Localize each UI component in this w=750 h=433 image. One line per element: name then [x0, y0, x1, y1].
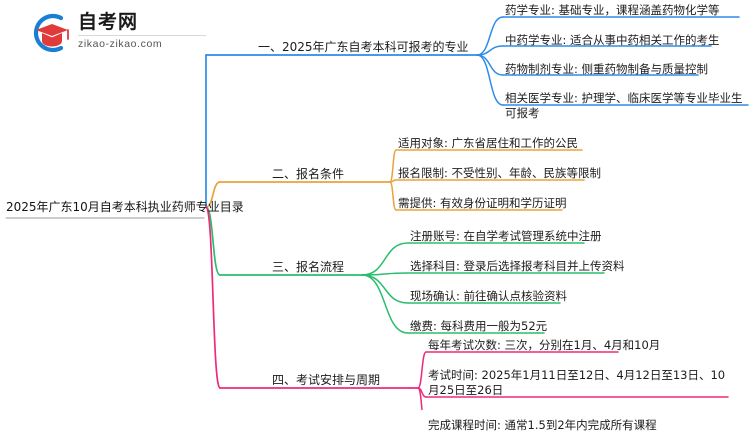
leaf-node-2-2[interactable]: 报名限制: 不受性别、年龄、民族等限制	[398, 166, 602, 180]
branch-node-4[interactable]: 四、考试安排与周期	[272, 373, 381, 387]
leaf-node-4-3[interactable]: 完成课程时间: 通常1.5到2年内完成所有课程	[428, 418, 657, 432]
leaf-node-3-2[interactable]: 选择科目: 登录后选择报考科目并上传资料	[410, 259, 625, 273]
leaf-node-1-3[interactable]: 药物制剂专业: 侧重药物制备与质量控制	[505, 62, 709, 76]
leaf-node-3-1[interactable]: 注册账号: 在自学考试管理系统中注册	[410, 229, 602, 243]
branch-node-2[interactable]: 二、报名条件	[272, 167, 345, 181]
site-logo: 自考网 zikao-zikao.com	[30, 10, 220, 56]
logo-name-cn: 自考网	[78, 11, 139, 33]
leaf-node-1-2[interactable]: 中药学专业: 适合从事中药相关工作的考生	[505, 33, 720, 47]
branch-node-1[interactable]: 一、2025年广东自考本科可报考的专业	[258, 40, 469, 54]
leaf-node-2-1[interactable]: 适用对象: 广东省居住和工作的公民	[398, 136, 579, 150]
leaf-node-4-2[interactable]: 考试时间: 2025年1月11日至12日、4月12日至13日、10月25日至26…	[428, 368, 726, 397]
logo-divider	[78, 35, 206, 36]
leaf-node-1-1[interactable]: 药学专业: 基础专业，课程涵盖药物化学等	[505, 3, 720, 17]
leaf-node-2-3[interactable]: 需提供: 有效身份证明和学历证明	[398, 196, 567, 210]
graduation-cap-icon	[33, 13, 69, 53]
branch-node-3[interactable]: 三、报名流程	[272, 260, 345, 274]
mindmap-root-node[interactable]: 2025年广东10月自考本科执业药师专业目录	[6, 200, 244, 214]
logo-url: zikao-zikao.com	[78, 38, 163, 50]
leaf-node-3-3[interactable]: 现场确认: 前往确认点核验资料	[410, 289, 568, 303]
leaf-node-3-4[interactable]: 缴费: 每科费用一般为52元	[410, 319, 548, 333]
logo-text: 自考网 zikao-zikao.com	[78, 10, 218, 50]
leaf-node-1-4[interactable]: 相关医学专业: 护理学、临床医学等专业毕业生可报考	[505, 91, 743, 120]
mindmap-connectors	[5, 16, 749, 410]
leaf-node-4-1[interactable]: 每年考试次数: 三次，分别在1月、4月和10月	[428, 338, 661, 352]
